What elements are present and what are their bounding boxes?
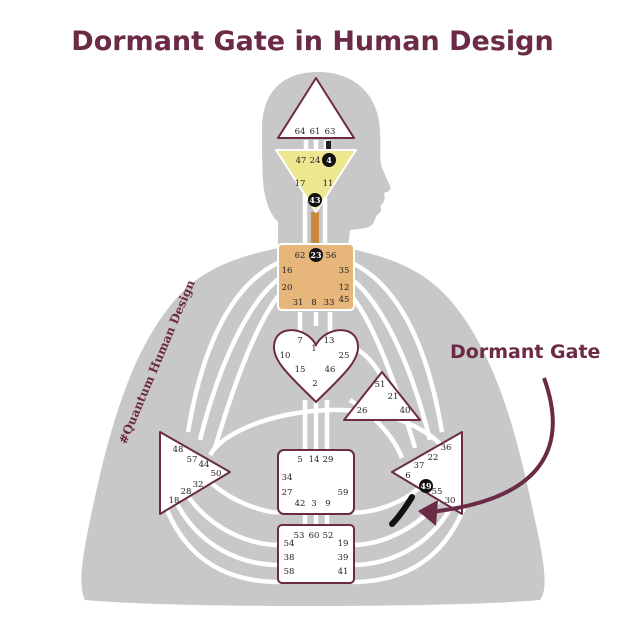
gate-label: 56 (326, 251, 337, 261)
active-gate-marker (309, 248, 323, 262)
gate-label: 25 (339, 351, 350, 361)
head-center: 64 61 63 (277, 77, 355, 139)
gate-label: 29 (323, 455, 334, 465)
gate-label: 1 (311, 344, 316, 354)
gate-label: 52 (323, 531, 334, 541)
g-center: 7 1 13 10 25 15 46 2 (272, 329, 360, 404)
gate-label: 11 (323, 179, 334, 189)
gate-label: 53 (294, 531, 305, 541)
defined-channel-head-ajna (326, 141, 331, 153)
gate-label: 30 (445, 496, 456, 506)
gate-label: 5 (297, 455, 302, 465)
dormant-gate-annotation: Dormant Gate (418, 341, 600, 526)
gate-label: 24 (310, 156, 321, 166)
throat-center: 62 23 56 16 35 20 12 31 8 33 45 (277, 243, 355, 311)
gate-label: 41 (338, 567, 349, 577)
gate-label: 38 (284, 553, 295, 563)
active-gate-label: 4 (326, 155, 332, 165)
gate-label: 22 (428, 453, 439, 463)
dormant-channel-highlight (389, 494, 415, 527)
gate-label: 47 (296, 156, 307, 166)
gate-label: 50 (211, 469, 222, 479)
dormant-gate-label: 49 (420, 481, 432, 491)
gate-label: 63 (325, 127, 336, 137)
sacral-center: 5 14 29 34 27 59 42 3 9 (277, 449, 355, 515)
gate-label: 34 (282, 473, 293, 483)
gate-label: 18 (169, 496, 180, 506)
gate-label: 37 (414, 461, 425, 471)
gate-label: 26 (357, 406, 368, 416)
gate-label: 19 (338, 539, 349, 549)
gate-label: 39 (338, 553, 349, 563)
active-gate-label: 23 (310, 250, 322, 260)
gate-label: 59 (338, 488, 349, 498)
gate-label: 17 (295, 179, 306, 189)
gate-label: 31 (293, 298, 304, 308)
gate-label: 28 (181, 487, 192, 497)
gate-label: 9 (325, 499, 330, 509)
gate-label: 58 (284, 567, 295, 577)
gate-label: 2 (312, 379, 317, 389)
active-gate-marker (322, 153, 336, 167)
gate-label: 21 (388, 392, 399, 402)
gate-label: 42 (295, 499, 306, 509)
gate-label: 12 (339, 283, 350, 293)
dormant-gate-marker (419, 479, 433, 493)
gate-label: 54 (284, 539, 295, 549)
heart-center: 51 21 26 40 (343, 371, 421, 421)
page-title: Dormant Gate in Human Design (71, 26, 554, 57)
gate-label: 27 (282, 488, 293, 498)
defined-channel-ajna-throat (311, 212, 319, 248)
gate-label: 10 (280, 351, 291, 361)
solar-plexus-center: 36 22 37 6 49 55 30 (391, 431, 463, 515)
spleen-center: 48 57 44 50 32 28 18 (159, 431, 231, 515)
gate-label: 62 (295, 251, 306, 261)
annotation-label: Dormant Gate (450, 341, 600, 363)
gate-label: 57 (187, 455, 198, 465)
gate-label: 40 (400, 406, 411, 416)
gate-label: 8 (311, 298, 316, 308)
gate-label: 64 (295, 127, 306, 137)
gate-label: 16 (282, 266, 293, 276)
gate-label: 13 (324, 336, 335, 346)
gate-label: 36 (441, 443, 452, 453)
gate-label: 3 (311, 499, 316, 509)
ajna-center: 47 24 4 17 11 43 (275, 149, 357, 213)
active-gate-label: 43 (309, 195, 321, 205)
gate-label: 33 (324, 298, 335, 308)
gate-label: 45 (339, 295, 350, 305)
gate-label: 55 (432, 487, 443, 497)
root-center: 53 60 52 54 19 38 39 58 41 (277, 524, 355, 584)
gate-label: 48 (173, 445, 184, 455)
gate-label: 61 (310, 127, 321, 137)
gate-label: 60 (309, 531, 320, 541)
gate-label: 15 (295, 365, 306, 375)
arrowhead-icon (418, 500, 438, 526)
gate-label: 20 (282, 283, 293, 293)
gate-label: 6 (405, 471, 410, 481)
gate-label: 46 (325, 365, 336, 375)
gate-label: 32 (193, 480, 204, 490)
gate-label: 7 (297, 336, 302, 346)
active-gate-marker (308, 193, 322, 207)
gate-label: 14 (309, 455, 320, 465)
gate-label: 44 (199, 460, 210, 470)
gate-label: 35 (339, 266, 350, 276)
gate-label: 51 (375, 380, 386, 390)
annotation-arrow (429, 377, 555, 514)
